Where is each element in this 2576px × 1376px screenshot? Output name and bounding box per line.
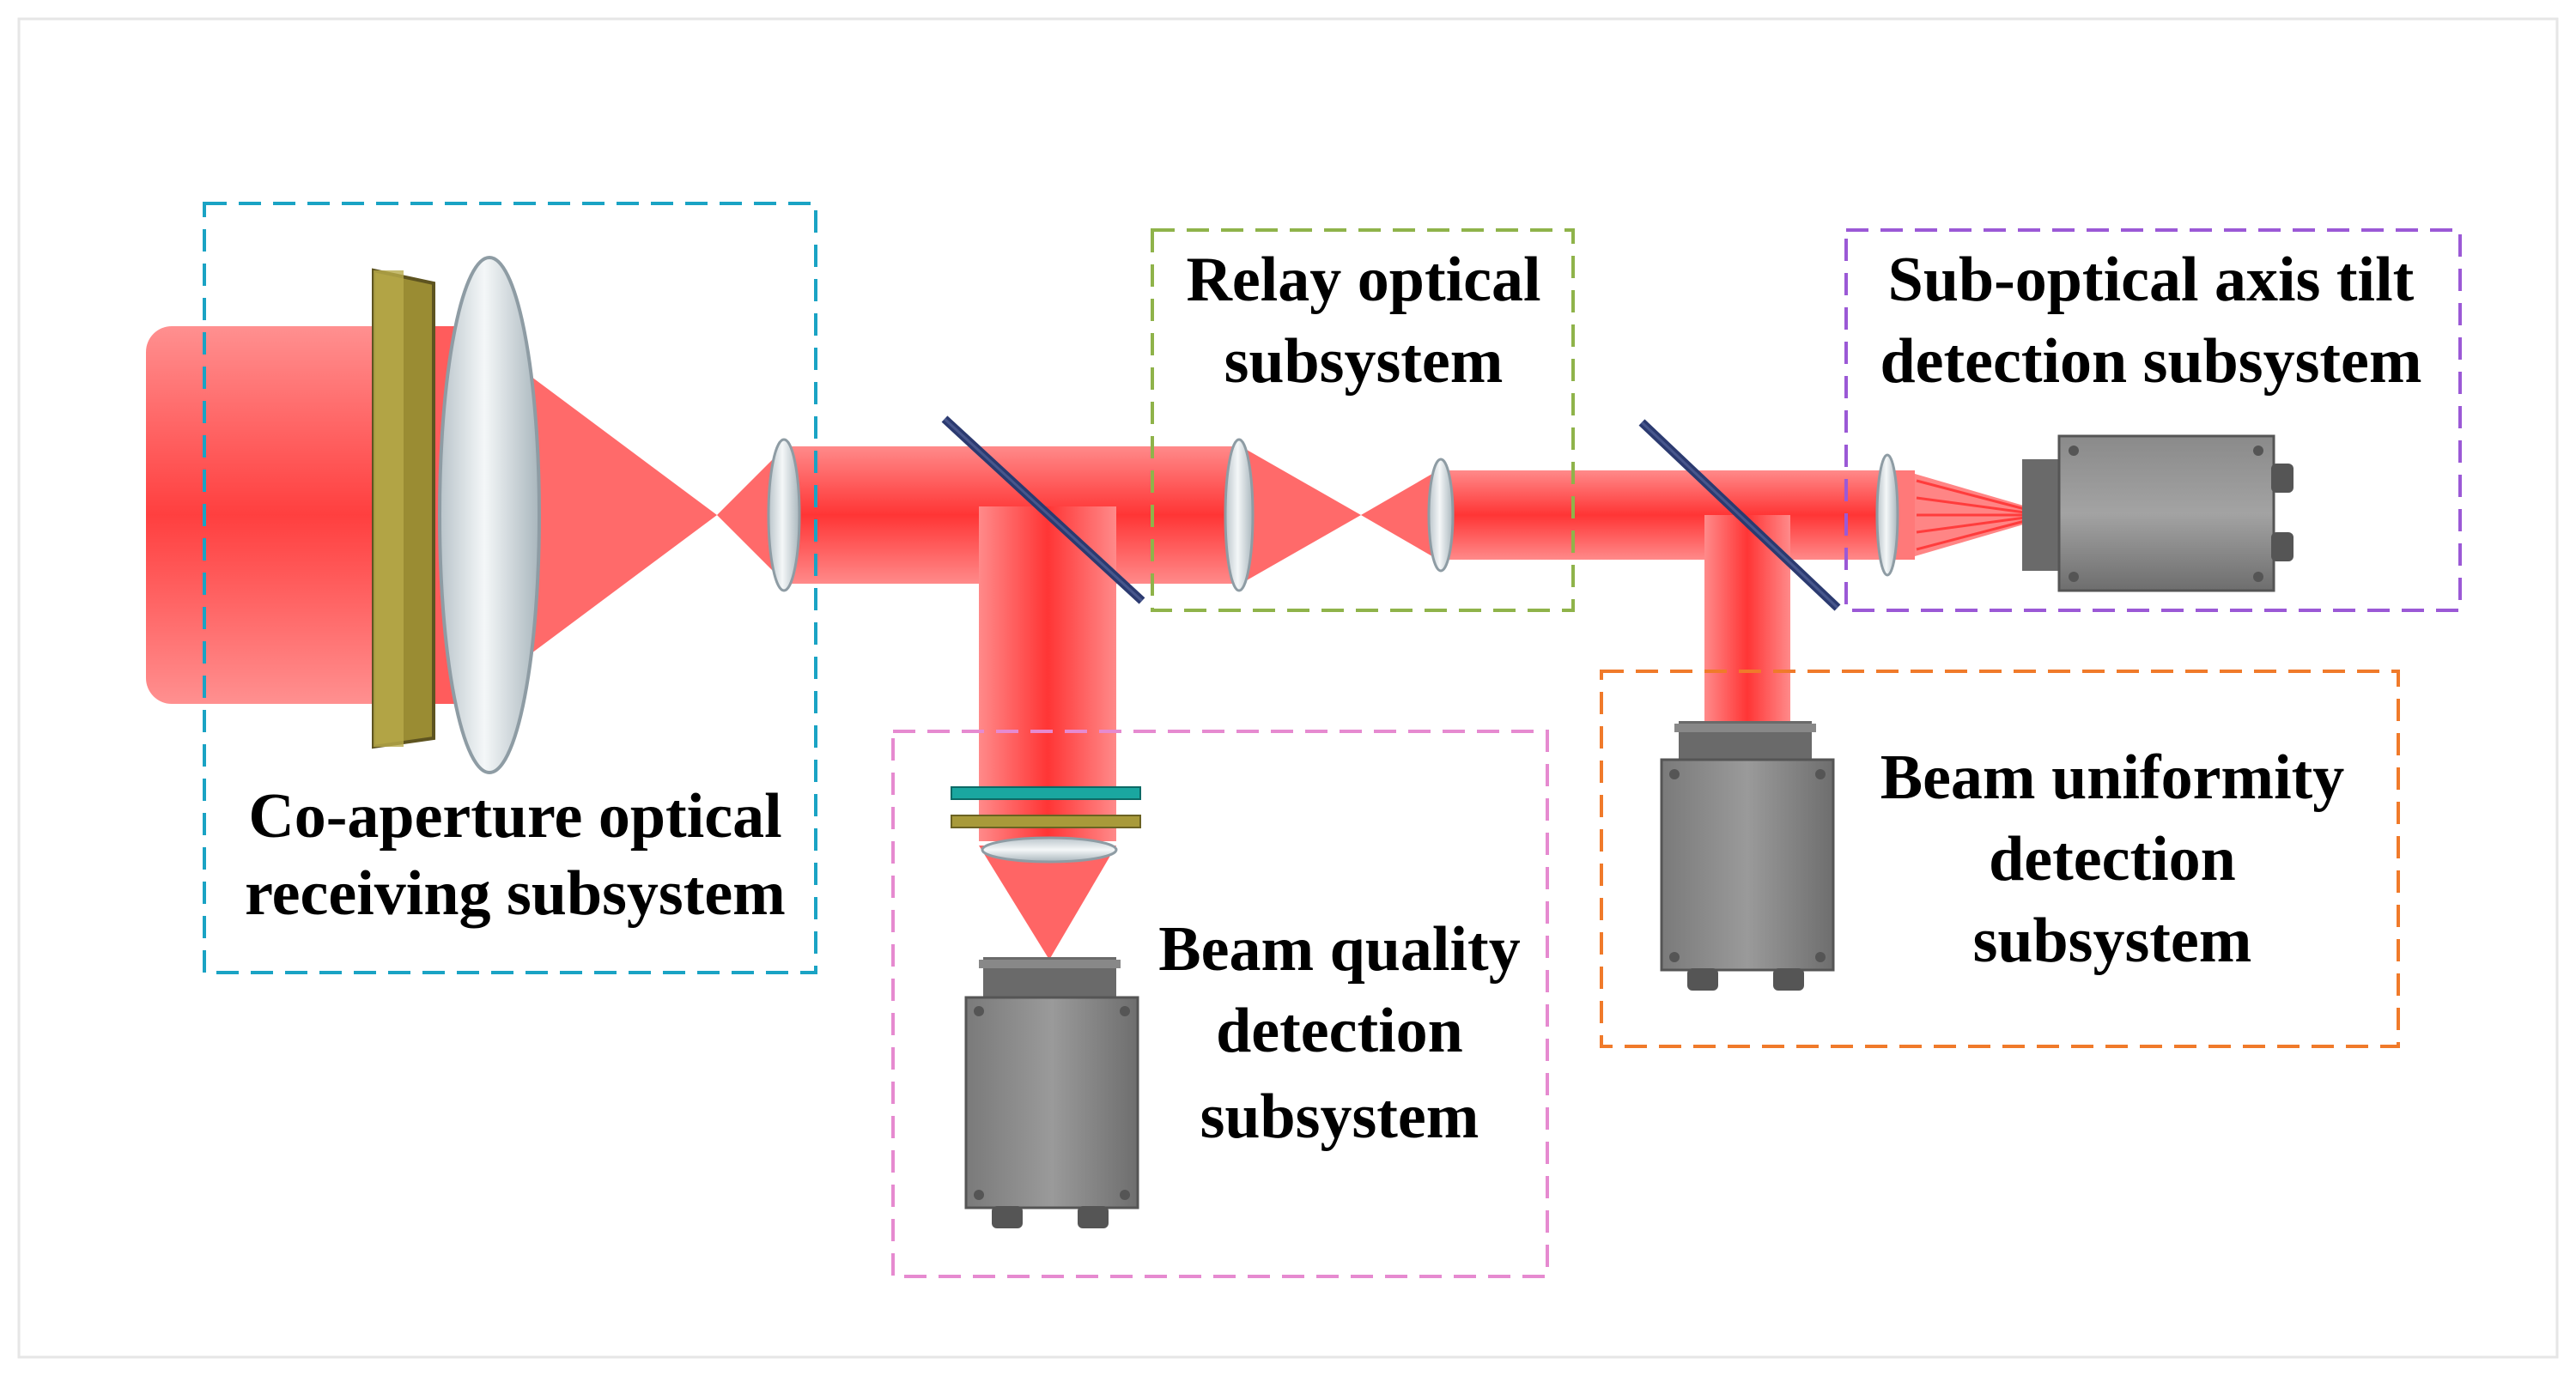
- co-aperture-box: [203, 202, 817, 974]
- diverging-cone-1: [717, 446, 786, 584]
- relay-converge: [1241, 446, 1361, 584]
- relay-lens-a: [1224, 438, 1255, 592]
- relay-label-1: Relay optical: [1186, 245, 1540, 315]
- co-aperture-label-2: receiving subsystem: [245, 858, 786, 929]
- beam-uniformity-camera: [1660, 721, 1835, 991]
- uniformity-label-3: subsystem: [1973, 906, 2252, 976]
- main-beam-3: [1443, 470, 1889, 560]
- relay-lens-b: [1427, 458, 1455, 573]
- lenslet-array: [1875, 453, 1899, 577]
- quality-label-1: Beam quality: [1158, 914, 1520, 985]
- uniformity-label-2: detection: [1989, 824, 2236, 894]
- uniformity-label-1: Beam uniformity: [1880, 743, 2345, 813]
- subsystem-boxes: [203, 202, 2462, 1278]
- tilt-box: [1844, 228, 2462, 612]
- beam-quality-camera: [964, 957, 1139, 1228]
- quality-label-3: subsystem: [1200, 1082, 1479, 1152]
- relay-label-2: subsystem: [1224, 326, 1504, 397]
- tilt-label-2: detection subsystem: [1880, 326, 2421, 397]
- tilt-label-1: Sub-optical axis tilt: [1888, 245, 2415, 315]
- incoming-beam: [146, 326, 429, 704]
- optical-components: [372, 256, 1899, 864]
- quality-focus-lens: [981, 836, 1118, 864]
- objective-lens: [438, 256, 541, 774]
- converging-cone: [481, 339, 717, 691]
- quality-label-2: detection: [1216, 996, 1463, 1066]
- relay-box: [1151, 228, 1575, 612]
- relay-diverge: [1361, 468, 1443, 562]
- outer-frame: [17, 17, 2559, 1359]
- gold-filter-edge: [374, 270, 404, 747]
- tilt-detection-camera: [2022, 434, 2293, 592]
- collimating-lens: [767, 438, 801, 592]
- co-aperture-label-1: Co-aperture optical: [248, 781, 781, 852]
- down-beam-quality: [979, 506, 1116, 841]
- gold-filter-small: [951, 815, 1141, 828]
- quality-box: [891, 730, 1549, 1278]
- subsystem-labels: Co-aperture optical receiving subsystem …: [245, 245, 2421, 1152]
- tilt-fan-rays: [1916, 479, 2026, 551]
- uniformity-box: [1600, 670, 2400, 1048]
- teal-filter: [951, 786, 1141, 800]
- quality-focus-cone: [979, 846, 1116, 960]
